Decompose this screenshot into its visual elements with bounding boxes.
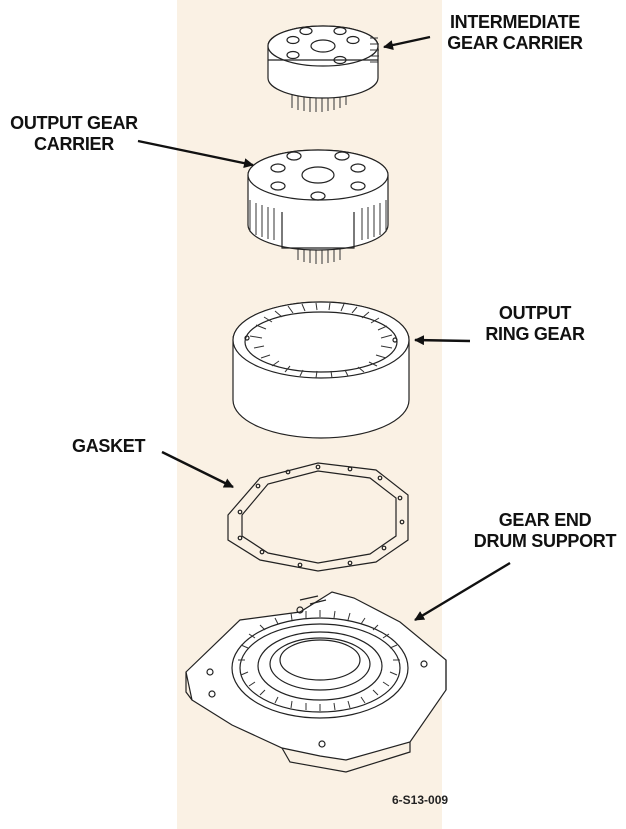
label-intermediate-gear-carrier: INTERMEDIATE GEAR CARRIER (420, 12, 610, 54)
gasket (227, 462, 409, 572)
label-output-carrier-line1: OUTPUT GEAR (10, 113, 138, 133)
arrow-output-gear-carrier (137, 139, 254, 169)
label-drum-support-line2: DRUM SUPPORT (473, 531, 617, 551)
label-ring-gear-line1: OUTPUT (498, 303, 572, 323)
label-output-carrier-line2: CARRIER (34, 134, 114, 154)
label-intermediate-line1: INTERMEDIATE (449, 12, 581, 32)
label-gear-end-drum-support: GEAR END DRUM SUPPORT (470, 510, 620, 552)
arrow-output-ring-gear (414, 335, 471, 346)
label-intermediate-line2: GEAR CARRIER (447, 33, 583, 53)
label-drum-support-line1: GEAR END (498, 510, 592, 530)
output-gear-carrier (247, 149, 389, 264)
arrow-intermediate-gear-carrier (383, 35, 431, 50)
label-gasket: GASKET (72, 436, 146, 456)
output-ring-gear (232, 301, 410, 439)
arrow-gear-end-drum-support (414, 561, 511, 622)
arrow-gasket (161, 450, 234, 489)
label-output-ring-gear: OUTPUT RING GEAR (470, 303, 600, 345)
figure-id: 6-S13-009 (392, 793, 449, 807)
label-output-gear-carrier: OUTPUT GEAR CARRIER (4, 113, 144, 155)
label-ring-gear-line2: RING GEAR (485, 324, 585, 344)
intermediate-gear-carrier (267, 25, 379, 112)
gear-end-drum-support (185, 591, 447, 773)
